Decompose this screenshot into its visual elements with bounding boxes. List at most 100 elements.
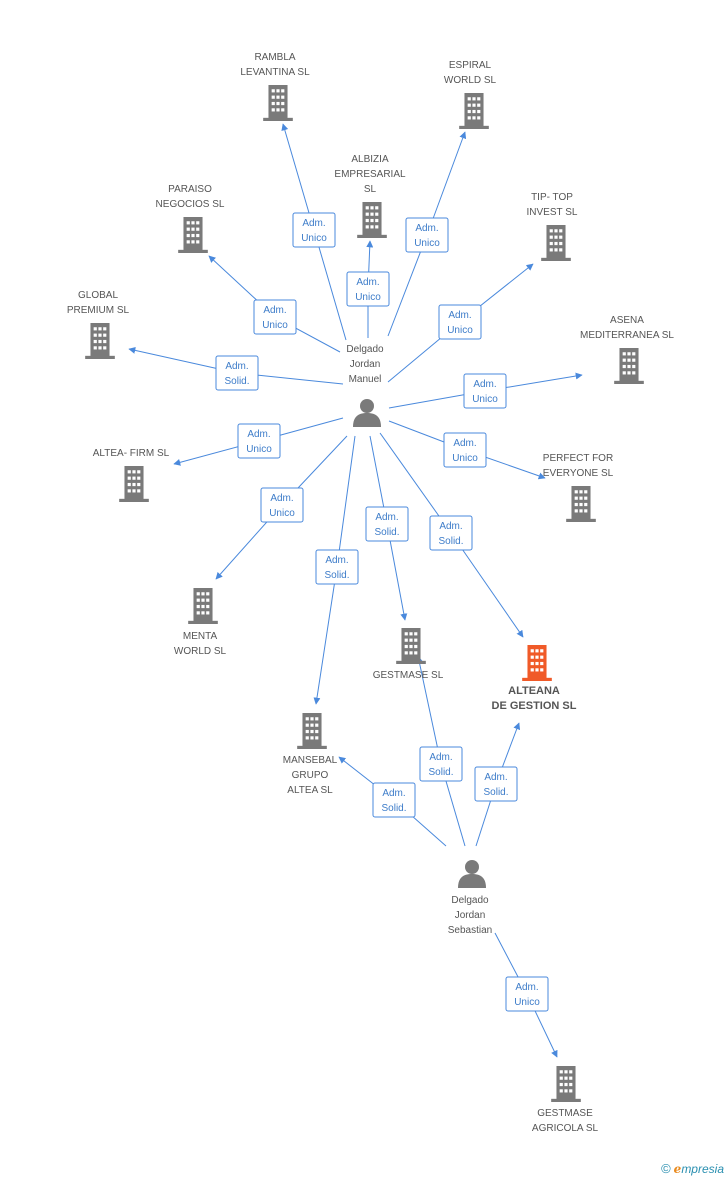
node-label-paraiso: NEGOCIOS SL — [156, 199, 225, 210]
node-label-sebastian: Delgado — [451, 895, 489, 906]
relation-label-manuel-perfect[interactable]: Adm. Unico — [443, 432, 487, 468]
building-icon — [459, 93, 489, 129]
node-label-albizia: SL — [364, 184, 377, 195]
building-icon — [188, 588, 218, 624]
node-label-mansebal: MANSEBAL — [283, 755, 338, 766]
relation-label-manuel-espiral[interactable]: Adm.Unico — [405, 217, 449, 253]
node-label-asena: MEDITERRANEA SL — [580, 330, 674, 341]
relation-text: Unico — [452, 453, 478, 464]
node-label-menta: WORLD SL — [174, 646, 227, 657]
relation-box — [438, 304, 482, 340]
building-icon — [85, 323, 115, 359]
node-label-mansebal: GRUPO — [292, 770, 329, 781]
brand-initial: e — [673, 1161, 682, 1176]
node-altea[interactable]: ALTEA- FIRM SL — [93, 448, 170, 502]
building-icon — [263, 85, 293, 121]
person-icon — [458, 860, 486, 888]
relation-text: Adm. — [473, 379, 496, 390]
relation-box — [474, 766, 518, 802]
node-label-tiptop: INVEST SL — [527, 207, 578, 218]
node-label-asena: ASENA — [610, 315, 644, 326]
node-label-espiral: ESPIRAL — [449, 60, 492, 71]
building-icon — [614, 348, 644, 384]
relation-box — [419, 746, 463, 782]
relation-text: Solid. — [428, 767, 453, 778]
node-global[interactable]: GLOBAL PREMIUM SL — [67, 290, 130, 359]
node-label-global: PREMIUM SL — [67, 305, 130, 316]
relation-label-manuel-tiptop[interactable]: Adm.Unico — [438, 304, 482, 340]
node-label-global: GLOBAL — [78, 290, 118, 301]
building-icon — [541, 225, 571, 261]
node-label-altea: ALTEA- FIRM SL — [93, 448, 170, 459]
relation-text: Unico — [514, 997, 540, 1008]
relation-label-manuel-paraiso[interactable]: Adm.Unico — [253, 299, 297, 335]
relation-label-sebastian-mansebal[interactable]: Adm.Solid. — [372, 782, 416, 818]
relation-box — [237, 423, 281, 459]
brand-logo[interactable]: empresia — [674, 1162, 724, 1176]
node-gestmase[interactable]: GESTMASE SL — [373, 628, 444, 681]
building-icon — [566, 486, 596, 522]
relation-text: Solid. — [374, 527, 399, 538]
relation-label-sebastian-agricola[interactable]: Adm. Unico — [505, 976, 549, 1012]
relation-label-manuel-global[interactable]: Adm.Solid. — [215, 355, 259, 391]
relation-text: Unico — [246, 444, 272, 455]
node-espiral[interactable]: ESPIRAL WORLD SL — [444, 60, 497, 129]
relation-text: Adm. — [325, 555, 348, 566]
building-icon — [119, 466, 149, 502]
building-icon — [522, 645, 552, 681]
building-icon — [551, 1066, 581, 1102]
relation-label-sebastian-gestmase[interactable]: Adm.Solid. — [419, 746, 463, 782]
relation-text: Adm. — [515, 982, 538, 993]
node-label-menta: MENTA — [183, 631, 218, 642]
relation-text: Adm. — [375, 512, 398, 523]
relation-text: Unico — [301, 233, 327, 244]
node-paraiso[interactable]: PARAISO NEGOCIOS SL — [156, 184, 225, 253]
node-label-espiral: WORLD SL — [444, 75, 497, 86]
node-label-perfect: PERFECT FOR — [543, 453, 613, 464]
relation-label-manuel-asena[interactable]: Adm.Unico — [463, 373, 507, 409]
relation-label-manuel-rambla[interactable]: Adm.Unico — [292, 212, 336, 248]
relation-box — [253, 299, 297, 335]
relation-text: Adm. — [270, 493, 293, 504]
relation-box — [372, 782, 416, 818]
relation-label-manuel-mansebal[interactable]: Adm. Solid. — [315, 549, 359, 585]
relation-text: Adm. — [453, 438, 476, 449]
building-icon — [178, 217, 208, 253]
relation-box — [405, 217, 449, 253]
relation-label-manuel-alteana[interactable]: Adm.Solid. — [429, 515, 473, 551]
node-asena[interactable]: ASENA MEDITERRANEA SL — [580, 315, 674, 384]
node-menta[interactable]: MENTA WORLD SL — [174, 588, 227, 657]
relation-label-manuel-altea[interactable]: Adm. Unico — [237, 423, 281, 459]
relation-text: Adm. — [225, 361, 248, 372]
relation-label-manuel-gestmase[interactable]: Adm. Solid. — [365, 506, 409, 542]
relation-text: Solid. — [483, 787, 508, 798]
relation-box — [443, 432, 487, 468]
relation-text: Unico — [414, 238, 440, 249]
relation-text: Adm. — [448, 310, 471, 321]
relation-label-manuel-menta[interactable]: Adm.Unico — [260, 487, 304, 523]
node-label-alteana: DE GESTION SL — [492, 700, 577, 712]
relation-text: Solid. — [324, 570, 349, 581]
building-icon — [297, 713, 327, 749]
building-icon — [357, 202, 387, 238]
node-label-sebastian: Sebastian — [448, 925, 492, 936]
relation-label-manuel-albizia[interactable]: Adm.Unico — [346, 271, 390, 307]
node-label-manuel: Jordan — [350, 359, 381, 370]
relation-text: Unico — [355, 292, 381, 303]
copyright-symbol: © — [661, 1161, 671, 1176]
node-label-sebastian: Jordan — [455, 910, 486, 921]
relation-box — [505, 976, 549, 1012]
relation-label-sebastian-alteana[interactable]: Adm.Solid. — [474, 766, 518, 802]
relation-text: Adm. — [247, 429, 270, 440]
node-label-paraiso: PARAISO — [168, 184, 212, 195]
